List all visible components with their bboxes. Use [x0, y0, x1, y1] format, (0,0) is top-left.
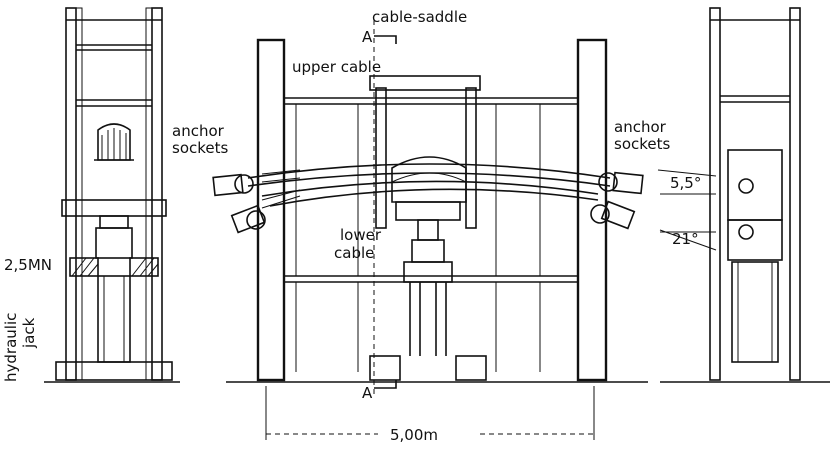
front-elevation [212, 20, 717, 440]
right-side-view [660, 7, 830, 383]
cable-saddle-label: cable-saddle [372, 8, 467, 26]
span-dimension-label: 5,00m [390, 426, 438, 444]
anchor-sockets-left-label-line1: anchor [172, 122, 225, 140]
section-mark-top: A [362, 28, 373, 46]
upper-cable-label: upper cable [292, 58, 381, 76]
angle-upper-label: 5,5° [670, 174, 701, 192]
anchor-sockets-left-label-line2: sockets [172, 139, 229, 157]
lower-cable-label-line1: lower [340, 226, 382, 244]
anchor-sockets-right-label-line1: anchor [614, 118, 667, 136]
anchor-sockets-right-label-line2: sockets [614, 135, 671, 153]
hydraulic-jack-label-line2: jack [20, 317, 38, 349]
lower-cable-label-line2: cable [334, 244, 374, 262]
section-mark-bottom: A [362, 384, 373, 402]
annotation-labels: cable-saddle A upper cable anchor socket… [2, 8, 701, 444]
angle-lower-label: 21° [672, 230, 699, 248]
left-side-view [44, 7, 180, 383]
hydraulic-jack-label-line1: hydraulic [2, 313, 20, 382]
jack-force-label: 2,5MN [4, 256, 52, 274]
